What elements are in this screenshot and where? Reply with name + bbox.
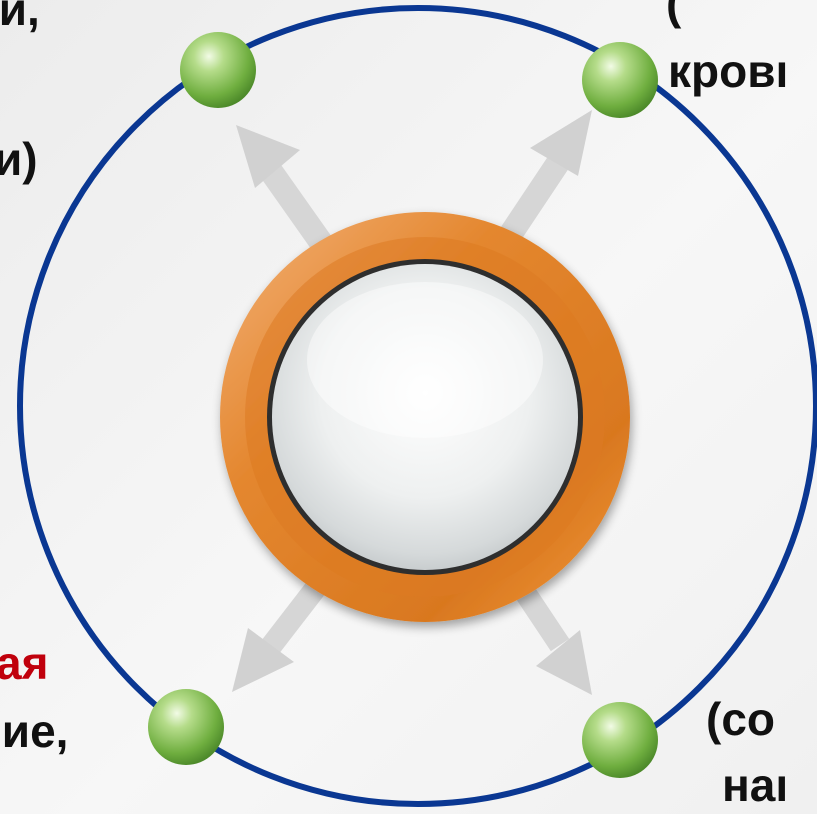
- node-top-right: [582, 42, 658, 118]
- label-top-left-line2: и): [0, 133, 38, 185]
- orbit-ring: [17, 5, 817, 807]
- label-top-left-line1: ıй,: [0, 0, 40, 35]
- node-bottom-right: [582, 702, 658, 778]
- node-top-left: [180, 32, 256, 108]
- label-top-right-line2: кровı: [668, 45, 789, 97]
- arrow-up-left: [236, 125, 340, 262]
- arrow-down-left: [232, 573, 331, 692]
- arrow-up-right: [490, 110, 592, 257]
- label-top-right-line1: (: [666, 0, 682, 29]
- label-bottom-left-line2: ние,: [0, 705, 69, 757]
- central-hub: [220, 212, 630, 622]
- arrow-down-right: [510, 578, 592, 695]
- label-bottom-right-line2: наı: [722, 759, 789, 811]
- label-bottom-right-line1: (со: [706, 693, 775, 745]
- label-bottom-left-line1: ая: [0, 637, 49, 689]
- node-bottom-left: [148, 689, 224, 765]
